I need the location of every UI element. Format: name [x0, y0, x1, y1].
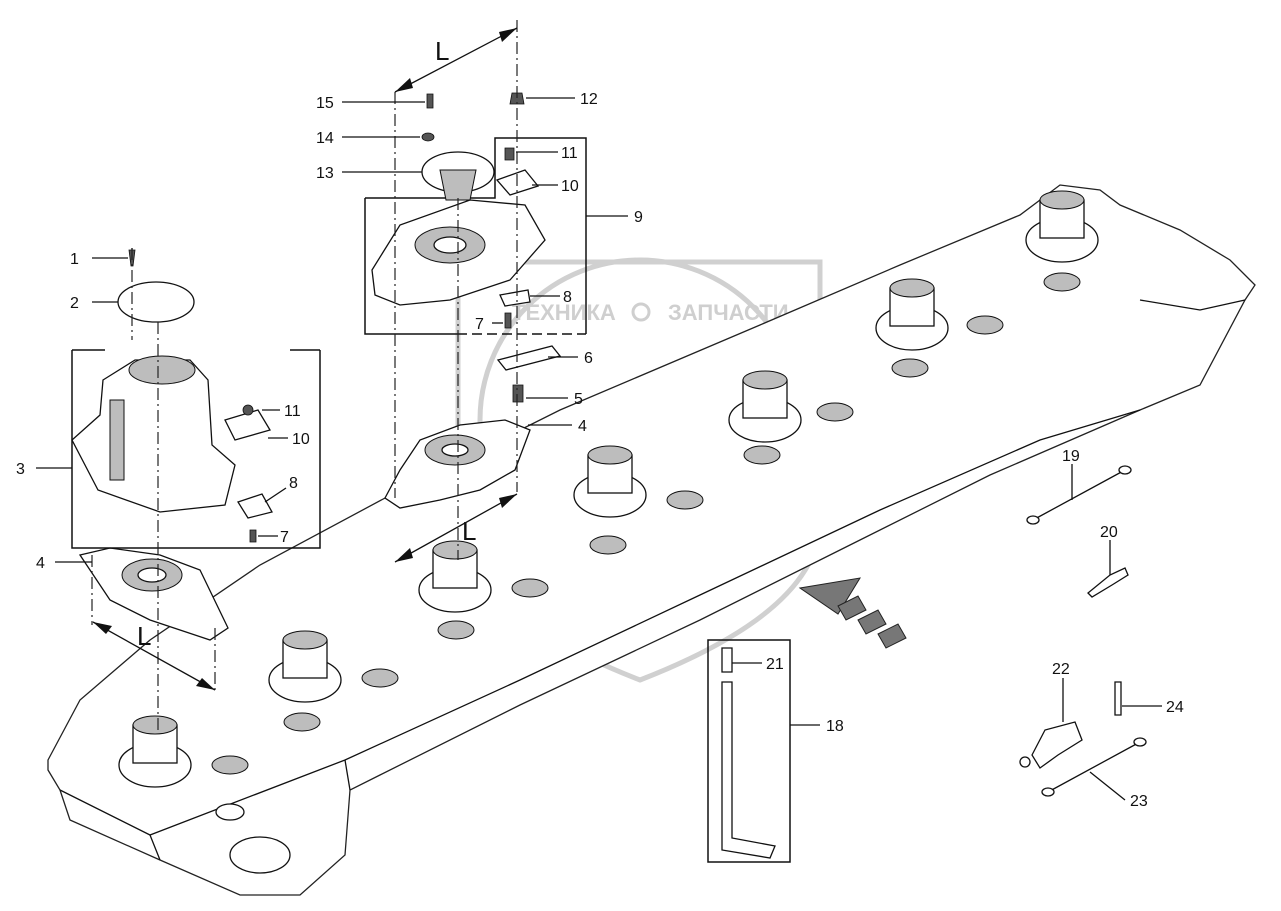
callout-3: 3	[16, 461, 25, 478]
dimension-label-middle: L	[462, 516, 476, 546]
callout-8-center: 8	[563, 289, 572, 306]
dimension-l-marks: L L L	[92, 27, 518, 691]
dimension-label-left: L	[137, 621, 151, 651]
callout-19: 19	[1062, 448, 1080, 465]
assembly-axis-lines	[91, 20, 518, 730]
callout-8-left: 8	[289, 475, 298, 492]
callout-21: 21	[766, 656, 784, 673]
dimension-label-top: L	[435, 36, 449, 66]
callout-11-left: 11	[284, 403, 301, 420]
cutter-bar-beam	[47, 184, 1256, 896]
callout-18: 18	[826, 718, 844, 735]
callout-7-center: 7	[475, 316, 484, 333]
loose-parts	[707, 465, 1147, 863]
gear-icon	[631, 302, 651, 322]
callout-13: 13	[316, 165, 334, 182]
travel-direction-arrow	[798, 577, 907, 649]
callout-labels: 1 2 3 4 4 5 6 7 7 8 8 9 10 10 11 11 12 1…	[16, 91, 1184, 810]
callout-7-left: 7	[280, 529, 289, 546]
callout-23: 23	[1130, 793, 1148, 810]
callout-5: 5	[574, 391, 583, 408]
cutter-disc-housings	[118, 190, 1099, 788]
leader-lines	[36, 97, 1162, 801]
callout-11-center: 11	[561, 145, 578, 162]
callout-4-center: 4	[578, 418, 587, 435]
left-drum-assembly	[71, 248, 273, 641]
callout-6: 6	[584, 350, 593, 367]
callout-22: 22	[1052, 661, 1070, 678]
callout-20: 20	[1100, 524, 1118, 541]
watermark-text-left: ТЕХНИКА	[512, 300, 616, 325]
callout-14: 14	[316, 130, 334, 147]
callout-10-left: 10	[292, 431, 310, 448]
callout-10-center: 10	[561, 178, 579, 195]
callout-4-left: 4	[36, 555, 45, 572]
callout-24: 24	[1166, 699, 1184, 716]
callout-1: 1	[70, 251, 79, 268]
left-group-bracket	[71, 349, 321, 549]
callout-12: 12	[580, 91, 598, 108]
callout-9: 9	[634, 209, 643, 226]
callout-15: 15	[316, 95, 334, 112]
callout-2: 2	[70, 295, 79, 312]
